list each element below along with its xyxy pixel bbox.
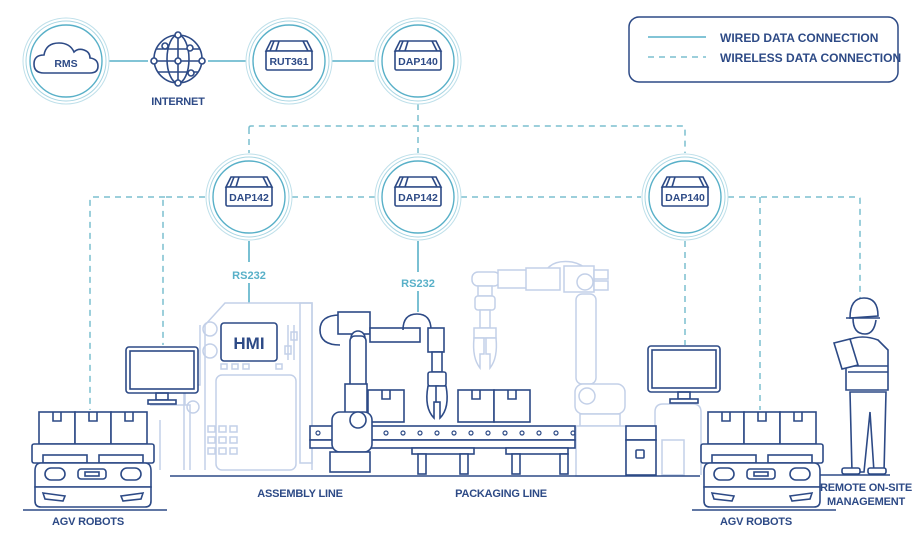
internet-label: INTERNET	[151, 96, 205, 108]
node-rms[interactable]: RMS	[22, 17, 110, 105]
conveyor-roller	[417, 430, 423, 436]
legend-wireless-label: WIRELESS DATA CONNECTION	[720, 51, 901, 65]
monitor-right	[647, 345, 721, 404]
conveyor-roller	[383, 430, 389, 436]
rms-label: RMS	[54, 58, 77, 70]
box-on-conveyor	[457, 389, 495, 423]
conveyor-roller	[468, 430, 474, 436]
globe-network-icon	[150, 31, 206, 87]
box-on-conveyor	[493, 389, 531, 423]
legend-box	[628, 16, 899, 83]
node-dap142-2[interactable]: DAP142	[374, 153, 462, 241]
conveyor-roller	[451, 430, 457, 436]
conveyor-roller	[400, 430, 406, 436]
packaging-line-label: PACKAGING LINE	[455, 488, 547, 500]
conveyor-roller	[502, 430, 508, 436]
rs232-label-1: RS232	[232, 270, 266, 282]
dap140-right-label: DAP140	[665, 192, 705, 204]
node-dap142-1[interactable]: DAP142	[205, 153, 293, 241]
remote-management-label-1: REMOTE ON-SITE	[820, 482, 912, 494]
right-workstation	[647, 345, 721, 476]
box-on-conveyor	[367, 389, 405, 423]
agv-robot-right	[692, 412, 836, 510]
agv-right-label: AGV ROBOTS	[720, 516, 792, 528]
conveyor-roller	[315, 430, 321, 436]
conveyor-roller	[485, 430, 491, 436]
conveyor-belt	[309, 425, 657, 476]
dap142-2-label: DAP142	[398, 192, 438, 204]
cloud-icon	[33, 42, 99, 74]
robot-arm-assembly	[319, 311, 448, 473]
conveyor-roller	[553, 430, 559, 436]
wireless-links	[89, 104, 861, 410]
robot-arm-packaging	[471, 260, 627, 477]
remote-management-label-2: MANAGEMENT	[827, 496, 906, 508]
conveyor-roller	[570, 430, 576, 436]
conveyor-roller	[536, 430, 542, 436]
node-internet[interactable]: INTERNET	[150, 31, 206, 108]
conveyor-roller	[519, 430, 525, 436]
node-dap140-right[interactable]: DAP140	[641, 153, 729, 241]
rs232-label-2: RS232	[401, 278, 435, 290]
dap142-1-label: DAP142	[229, 192, 269, 204]
hmi-screen-label: HMI	[233, 334, 264, 353]
node-dap140-top[interactable]: DAP140	[374, 17, 462, 105]
legend-wired-label: WIRED DATA CONNECTION	[720, 31, 878, 45]
monitor-left	[125, 346, 199, 405]
conveyor-roller	[434, 430, 440, 436]
hmi-control-cabinet: HMI	[150, 302, 313, 471]
legend: WIRED DATA CONNECTION WIRELESS DATA CONN…	[628, 16, 901, 83]
worker-with-tablet	[832, 297, 889, 475]
agv-robot-left	[23, 412, 167, 510]
dap140-top-label: DAP140	[398, 56, 438, 68]
agv-left-label: AGV ROBOTS	[52, 516, 124, 528]
rut361-label: RUT361	[269, 56, 308, 68]
node-rut361[interactable]: RUT361	[245, 17, 333, 105]
assembly-line-label: ASSEMBLY LINE	[257, 488, 342, 500]
